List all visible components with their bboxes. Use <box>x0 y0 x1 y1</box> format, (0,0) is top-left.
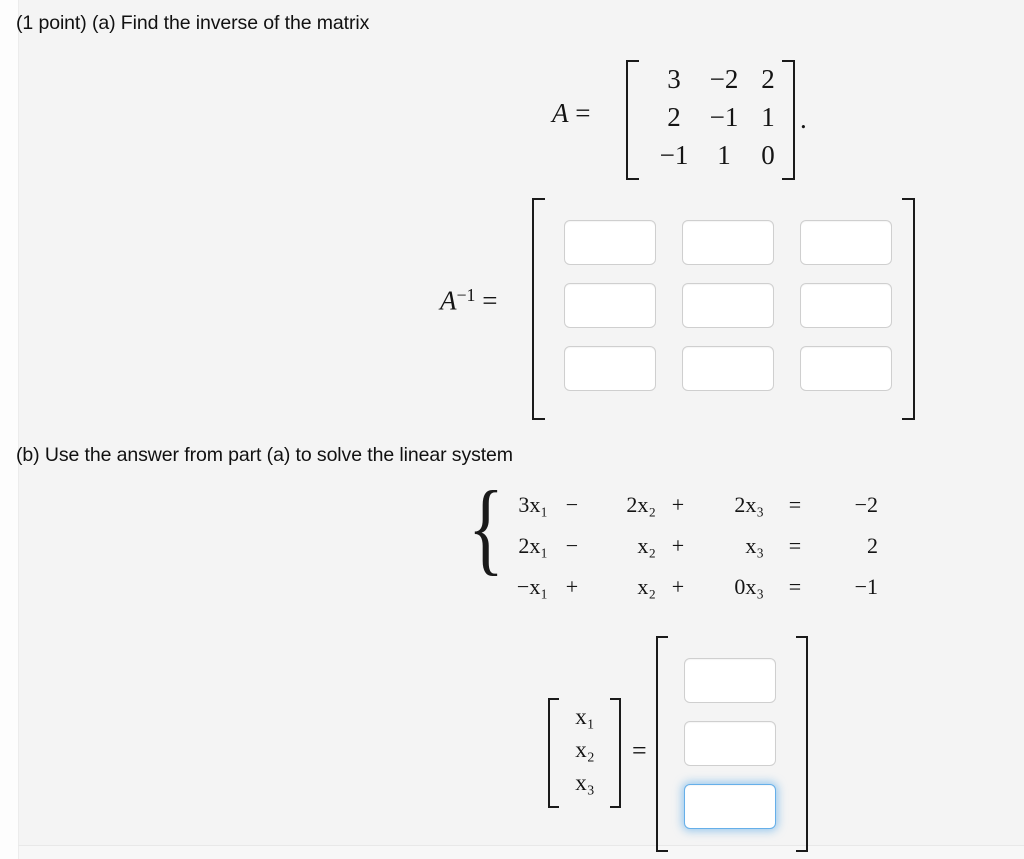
eq2-rhs: −1 <box>854 574 878 599</box>
a-inverse-input-1-0[interactable] <box>564 283 656 328</box>
solution-vector-equation: x₁ x₂ x₃ = <box>548 636 848 852</box>
eq2-equals: = <box>788 574 802 599</box>
system-equation-row: 3x₁ − 2x₂ + 2x₃ = −2 <box>468 492 908 528</box>
eq1-term2: x₂ <box>637 533 656 558</box>
matrix-a-symbol: A <box>552 98 569 128</box>
matrix-a-label: A = <box>552 98 590 129</box>
matrix-a-cell-0-0: 3 <box>667 64 681 94</box>
x-vector-cell-2: x₃ <box>575 770 595 795</box>
eq1-operator1: − <box>565 533 579 558</box>
a-inverse-input-0-0[interactable] <box>564 220 656 265</box>
eq2-term1: −x₁ <box>516 574 548 599</box>
a-inverse-input-0-1[interactable] <box>682 220 774 265</box>
page-bottom-strip <box>18 845 1024 859</box>
solution-right-bracket <box>796 636 808 852</box>
matrix-a-cell-2-2: 0 <box>761 140 775 170</box>
a-inverse-equals: = <box>482 285 498 316</box>
matrix-a-inverse-answer: A−1 = <box>440 198 920 420</box>
eq2-operator2: + <box>671 574 685 599</box>
eq1-equals: = <box>788 533 802 558</box>
eq0-equals: = <box>788 492 802 517</box>
a-inverse-input-1-2[interactable] <box>800 283 892 328</box>
a-inverse-input-1-1[interactable] <box>682 283 774 328</box>
a-inverse-input-2-1[interactable] <box>682 346 774 391</box>
eq1-rhs: 2 <box>867 533 878 558</box>
eq0-rhs: −2 <box>854 492 878 517</box>
a-inverse-input-0-2[interactable] <box>800 220 892 265</box>
matrix-a-inverse-label: A−1 = <box>440 285 497 317</box>
eq0-operator2: + <box>671 492 685 517</box>
system-brace: { <box>468 470 504 585</box>
matrix-a-cell-2-1: 1 <box>717 140 731 170</box>
eq0-term1: 3x₁ <box>518 492 548 517</box>
eq1-term3: x₃ <box>745 533 764 558</box>
matrix-a-cell-1-0: 2 <box>667 102 681 132</box>
a-inverse-left-bracket <box>532 198 545 420</box>
system-equation-row: 2x₁ − x₂ + x₃ = 2 <box>468 533 908 569</box>
matrix-a-cell-1-1: −1 <box>709 102 739 132</box>
x-vector-left-bracket <box>548 698 559 808</box>
solution-input-2[interactable] <box>684 784 776 829</box>
eq0-term3: 2x₃ <box>734 492 764 517</box>
a-inverse-input-2-0[interactable] <box>564 346 656 391</box>
matrix-a-left-bracket <box>626 60 639 180</box>
solution-input-1[interactable] <box>684 721 776 766</box>
matrix-a-cell-0-1: −2 <box>709 64 739 94</box>
part-b-prompt: (b) Use the answer from part (a) to solv… <box>16 444 513 466</box>
x-vector-right-bracket <box>610 698 621 808</box>
a-inverse-input-2-2[interactable] <box>800 346 892 391</box>
solution-equals: = <box>632 736 647 765</box>
a-inverse-exponent: −1 <box>456 285 476 305</box>
eq1-operator2: + <box>671 533 685 558</box>
a-inverse-symbol: A <box>440 285 457 316</box>
x-vector-cell-0: x₁ <box>575 704 595 729</box>
x-vector-cell-1: x₂ <box>575 737 595 762</box>
a-inverse-right-bracket <box>902 198 915 420</box>
solution-input-0[interactable] <box>684 658 776 703</box>
matrix-a-cell-2-0: −1 <box>659 140 689 170</box>
eq2-term3: 0x₃ <box>734 574 764 599</box>
matrix-a-period: . <box>800 104 807 134</box>
system-equation-row: −x₁ + x₂ + 0x₃ = −1 <box>468 574 908 610</box>
matrix-a-definition: A = 3 −2 2 2 −1 1 −1 1 0 . <box>552 60 812 180</box>
matrix-a-right-bracket <box>782 60 795 180</box>
eq2-term2: x₂ <box>637 574 656 599</box>
content-area <box>18 0 1024 845</box>
matrix-a-cell-1-2: 1 <box>761 102 775 132</box>
eq0-operator1: − <box>565 492 579 517</box>
matrix-a-equals: = <box>575 98 591 128</box>
eq0-term2: 2x₂ <box>626 492 656 517</box>
matrix-a-cell-0-2: 2 <box>761 64 775 94</box>
eq2-operator1: + <box>565 574 579 599</box>
solution-left-bracket <box>656 636 668 852</box>
eq1-term1: 2x₁ <box>518 533 548 558</box>
linear-system: { 3x₁ − 2x₂ + 2x₃ = −2 2x₁ − x₂ + x₃ = 2… <box>468 476 908 610</box>
part-a-prompt: (1 point) (a) Find the inverse of the ma… <box>16 12 370 34</box>
